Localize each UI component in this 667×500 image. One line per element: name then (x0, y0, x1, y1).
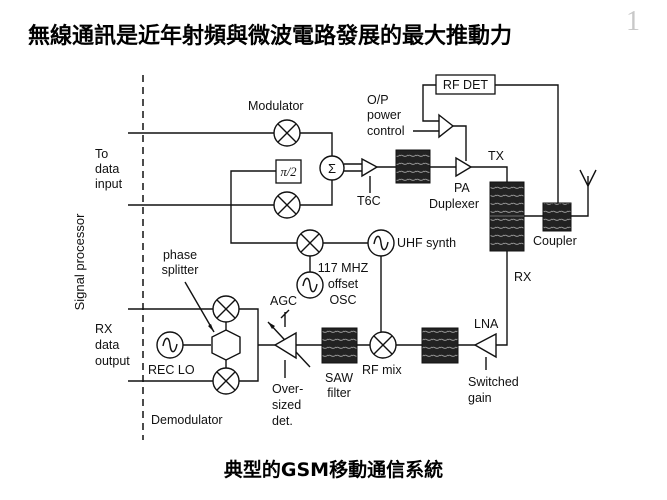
saw-filter-label: filter (327, 386, 351, 400)
switched-gain-label: Switched (468, 375, 519, 389)
rx-data-output-label: data (95, 338, 119, 352)
phase-splitter-label: splitter (162, 263, 199, 277)
to-data-input-label: data (95, 162, 119, 176)
summer (319, 155, 345, 181)
phase-splitter-label: phase (163, 248, 197, 262)
page-number: 1 (626, 6, 640, 37)
oversized-det-label: Over- (272, 382, 303, 396)
rx-data-output-label: output (95, 354, 130, 368)
demodulator-label: Demodulator (151, 413, 223, 427)
summer-symbol: Σ (328, 161, 336, 176)
switched-gain-label: gain (468, 391, 492, 405)
rf-det-label: RF DET (443, 78, 489, 92)
saw-filter-block (321, 327, 358, 364)
op-power-control-label: control (367, 124, 405, 138)
agc-label: AGC (270, 294, 297, 308)
agc-amplifier (273, 331, 297, 360)
modulator-mixer-q (273, 191, 301, 219)
rf-mix-label: RF mix (362, 363, 402, 377)
offset-oscillator (296, 271, 324, 299)
t6c-label: T6C (357, 194, 381, 208)
offset-osc-label: OSC (329, 293, 356, 307)
coupler-label: Coupler (533, 234, 577, 248)
offset-mixer (296, 229, 324, 257)
slide-title: 無線通訊是近年射頻與微波電路發展的最大推動力 (28, 24, 513, 49)
rec-lo-oscillator (156, 331, 184, 359)
wiring (128, 84, 597, 382)
coupler-block (542, 202, 572, 232)
to-data-input-label: To (95, 147, 108, 161)
rx-label: RX (514, 270, 532, 284)
tx-filter (395, 149, 431, 184)
rx-data-output-label: RX (95, 322, 113, 336)
oversized-det-label: sized (272, 398, 301, 412)
rec-lo-label: REC LO (148, 363, 195, 377)
power-control-amplifier (438, 113, 455, 139)
slide-caption: 典型的GSM移動通信系統 (223, 459, 444, 481)
phase-shift-box (275, 159, 302, 184)
signal-processor-label: Signal processor (72, 213, 87, 310)
offset-osc-label: offset (328, 277, 359, 291)
oversized-det-label: det. (272, 414, 293, 428)
uhf-synth-label: UHF synth (397, 236, 456, 250)
to-data-input-label: input (95, 177, 123, 191)
rx-filter (421, 327, 459, 364)
lna-amplifier (473, 332, 497, 359)
pa-label: PA (454, 181, 470, 195)
duplexer-block (489, 181, 525, 252)
op-power-control-label: O/P (367, 93, 389, 107)
uhf-synth-oscillator (367, 229, 395, 257)
phase-splitter-hexagon (211, 329, 241, 361)
op-power-control-label: power (367, 108, 401, 122)
lna-label: LNA (474, 317, 499, 331)
rf-mixer (369, 331, 397, 359)
tx-label: TX (488, 149, 505, 163)
phase-shift-label: π/2 (281, 165, 297, 179)
labels: Modulator To data input T6C O/P power co… (95, 93, 577, 428)
offset-osc-label: 117 MHZ (318, 261, 369, 275)
demod-mixer-i (212, 295, 240, 323)
saw-filter-label: SAW (325, 371, 353, 385)
modulator-label: Modulator (248, 99, 304, 113)
demod-mixer-q (212, 367, 240, 395)
t6c-amplifier (361, 157, 379, 178)
duplexer-label: Duplexer (429, 197, 479, 211)
modulator-mixer-i (273, 119, 301, 147)
pa-amplifier (455, 156, 473, 178)
rf-det-box (435, 74, 496, 95)
